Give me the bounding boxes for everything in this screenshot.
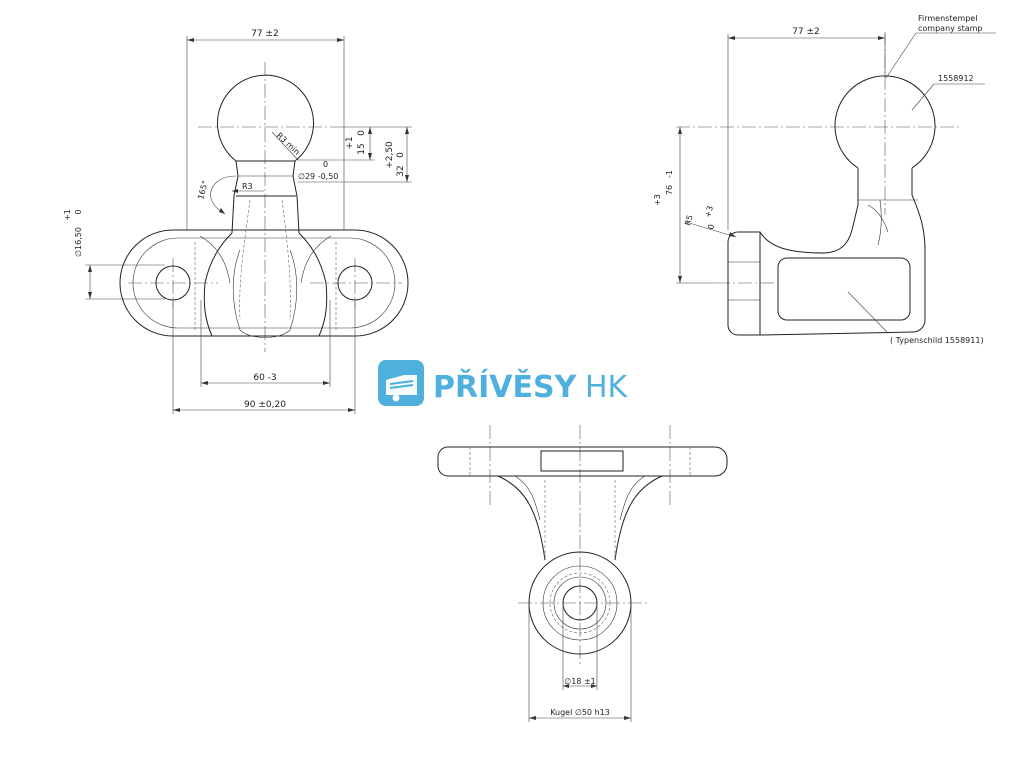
radius-tol-lower: 0 xyxy=(706,223,716,230)
r3-min-label: R3 min xyxy=(275,131,302,157)
inner-width: 60 -3 xyxy=(253,373,276,383)
hole-tol-lower: 0 xyxy=(74,209,83,214)
trailer-logo-icon xyxy=(378,360,424,406)
neck-tol-upper: 0 xyxy=(323,160,328,169)
dim-32-tol-lower: 0 xyxy=(396,152,406,158)
neck-diameter: ∅29 -0,50 xyxy=(298,172,338,181)
logo-name-light: HK xyxy=(585,370,629,405)
dim-32-tol-upper: +2,50 xyxy=(385,141,395,169)
stamp-en: company stamp xyxy=(918,24,983,33)
hole-tol-upper: +1 xyxy=(63,209,72,221)
side-view: 77 ±2 Firmenstempel company stamp 155891… xyxy=(653,14,996,345)
dim-15-tol-upper: +1 xyxy=(345,136,355,149)
plate-label: ( Typenschild 1558911) xyxy=(890,336,984,345)
stamp-de: Firmenstempel xyxy=(918,14,977,23)
radius-label: R5 xyxy=(683,214,694,227)
outer-width: 90 ±0,20 xyxy=(244,400,286,410)
hole-diameter: ∅16,50 xyxy=(74,227,83,257)
front-view: 77 ±2 +1 15 0 +2,50 32 0 R3 min 0 xyxy=(63,29,412,414)
dim-15-tol-lower: 0 xyxy=(357,130,367,136)
height-tol-lower: -1 xyxy=(665,170,674,178)
height-dim: 76 xyxy=(665,185,674,195)
radius-tol-upper: +3 xyxy=(703,205,715,219)
side-width-top: 77 ±2 xyxy=(792,27,820,37)
dim-15: 15 xyxy=(357,143,367,154)
part-number: 1558912 xyxy=(938,74,974,83)
inner-diameter: ∅18 ±1 xyxy=(564,677,595,686)
front-width-top: 77 ±2 xyxy=(251,29,279,39)
brand-logo: PŘÍVĚSY HK xyxy=(378,360,629,406)
logo-name-bold: PŘÍVĚSY xyxy=(433,369,578,405)
dim-32: 32 xyxy=(396,165,406,176)
height-tol-upper: +3 xyxy=(653,194,662,206)
top-view: ∅18 ±1 Kugel ∅50 h13 xyxy=(437,425,728,722)
r3-label: R3 xyxy=(242,182,253,191)
angle-165: 165° xyxy=(196,180,210,201)
ball-diameter: Kugel ∅50 h13 xyxy=(550,708,610,717)
